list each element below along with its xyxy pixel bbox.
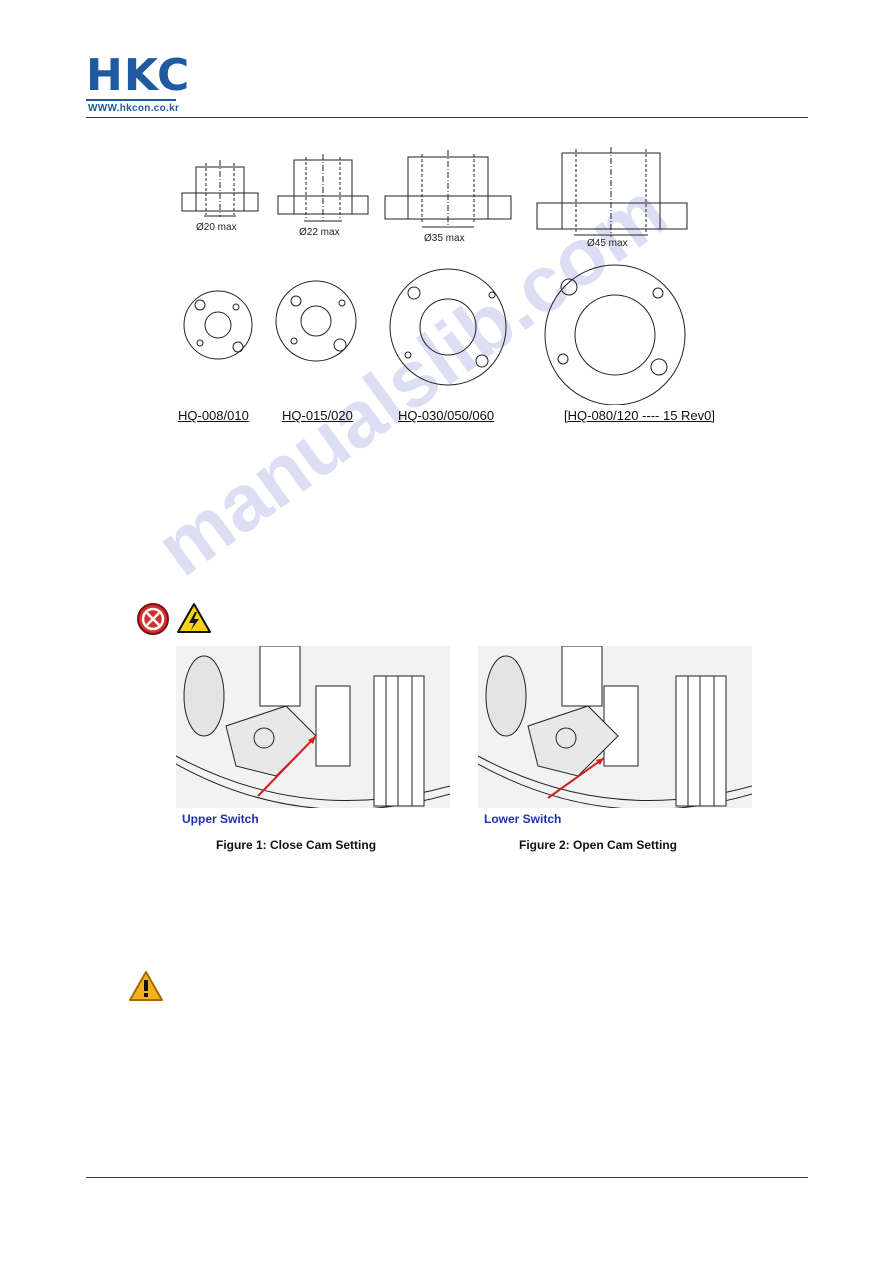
- figure-2-switch-label: Lower Switch: [484, 812, 562, 826]
- figure-1-caption: Figure 1: Close Cam Setting: [216, 838, 377, 852]
- hub-3-dimension: Ø35 max: [424, 233, 465, 244]
- hub-2-label: HQ-015/020: [282, 408, 353, 423]
- caution-icon: [129, 971, 163, 1001]
- hub-top-views: [183, 264, 686, 405]
- figure-1-image: [176, 646, 450, 808]
- high-voltage-icon: [177, 603, 211, 633]
- hub-2-dimension: Ø22 max: [299, 227, 340, 238]
- figure-2-caption: Figure 2: Open Cam Setting: [519, 838, 678, 852]
- hub-3-label: HQ-030/050/060: [398, 408, 495, 423]
- company-url: WWW.hkcon.co.kr: [88, 103, 180, 114]
- figure-2-image: [478, 646, 752, 808]
- hub-1-label: HQ-008/010: [178, 408, 249, 423]
- hub-4-dimension: Ø45 max: [587, 238, 628, 249]
- company-logo: HKC: [86, 50, 191, 101]
- logo-underline: [86, 99, 176, 101]
- hub-1-dimension: Ø20 max: [196, 222, 237, 233]
- header-rule: [86, 117, 808, 118]
- hub-4-label: [HQ-080/120 ---- 15 Rev0]: [564, 408, 716, 423]
- no-entry-icon: [137, 603, 169, 635]
- hub-side-views: [181, 147, 688, 237]
- figure-1-switch-label: Upper Switch: [182, 812, 259, 826]
- footer-rule: [86, 1177, 808, 1178]
